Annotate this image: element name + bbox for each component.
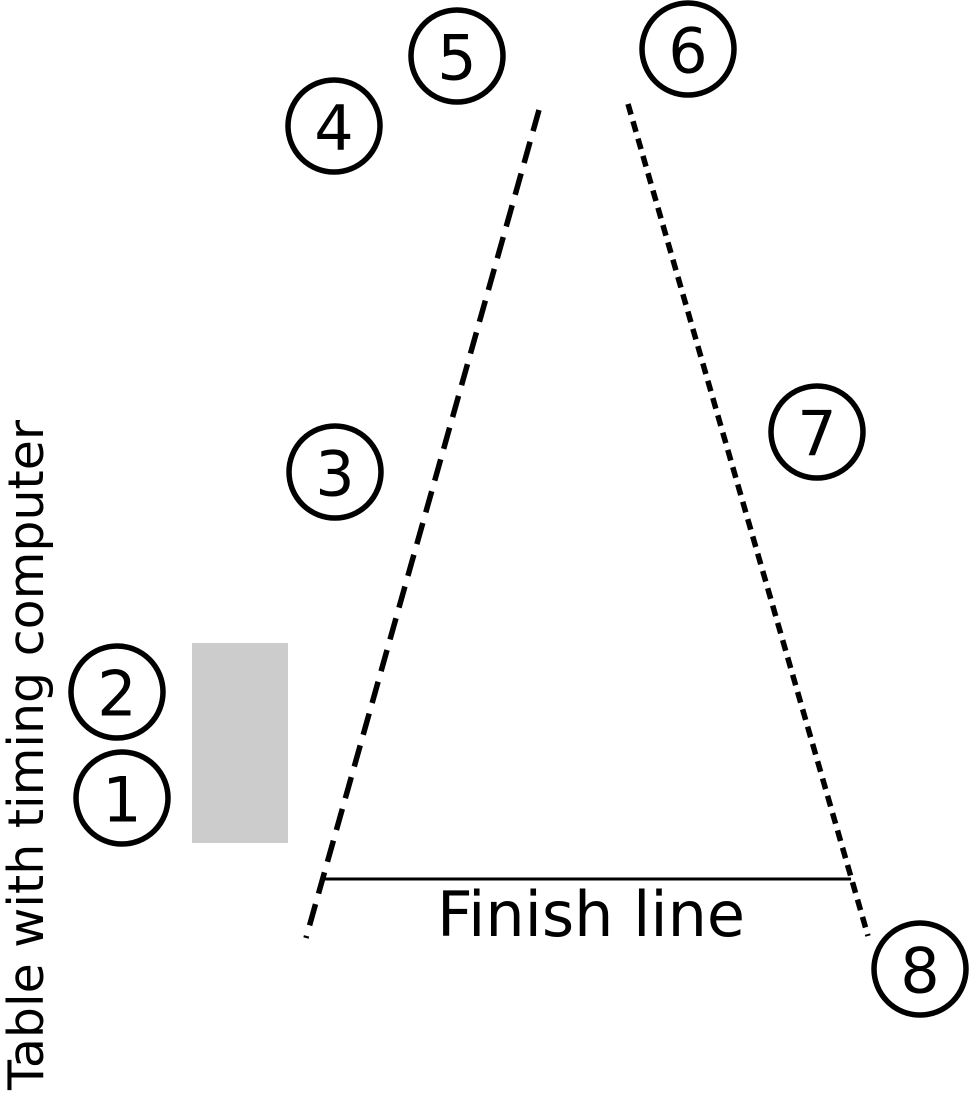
position-2: 2 (68, 643, 166, 741)
position-7-number: 7 (797, 398, 836, 471)
timing-table (192, 643, 288, 843)
position-4-number: 4 (314, 92, 353, 165)
position-5: 5 (408, 7, 506, 105)
position-4: 4 (285, 77, 383, 175)
position-1-number: 1 (102, 764, 141, 837)
finish-line-label: Finish line (437, 878, 745, 951)
position-6-number: 6 (668, 15, 707, 88)
position-6: 6 (639, 0, 737, 98)
position-3: 3 (286, 423, 384, 521)
position-1: 1 (73, 749, 171, 847)
position-7: 7 (768, 383, 866, 481)
position-5-number: 5 (437, 22, 476, 95)
position-8: 8 (871, 920, 969, 1018)
position-8-number: 8 (900, 935, 939, 1008)
left-course-boundary (303, 109, 542, 939)
table-label: Table with timing computer (0, 419, 55, 1091)
position-2-number: 2 (97, 658, 136, 731)
position-3-number: 3 (315, 438, 354, 511)
right-course-boundary (625, 103, 871, 937)
